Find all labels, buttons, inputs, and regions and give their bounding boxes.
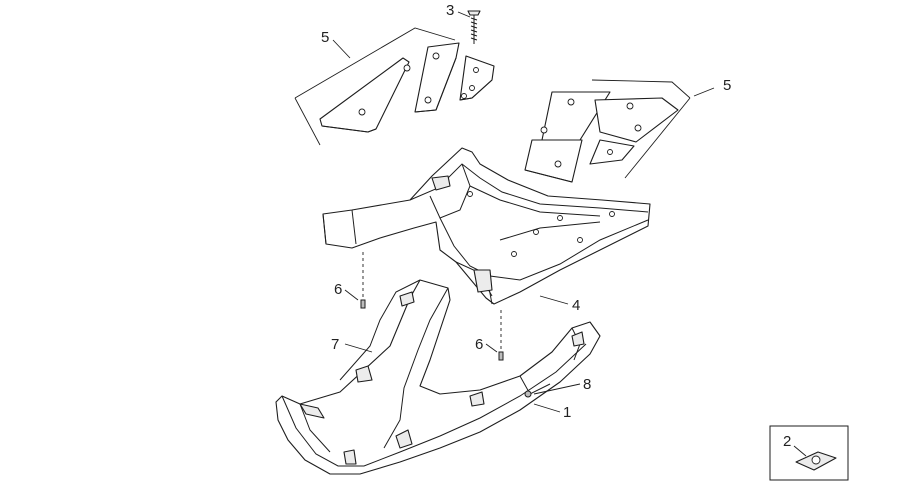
leader-part-5-right	[693, 87, 715, 97]
screw-part-3	[467, 10, 481, 44]
leader-part-3	[457, 11, 471, 18]
callout-part-3: 3	[446, 2, 454, 19]
fixing-pin-right	[498, 310, 504, 361]
lower-fairing-part-1	[275, 279, 601, 475]
leader-part-4	[539, 295, 569, 305]
footrest-frame-part-4	[322, 147, 651, 305]
leader-part-5-left	[332, 39, 351, 59]
leader-part-6-left	[344, 289, 359, 301]
leader-part-8	[533, 383, 581, 395]
callout-part-4: 4	[572, 297, 580, 314]
callout-part-5-right: 5	[723, 77, 731, 94]
callout-part-5-left: 5	[321, 29, 329, 46]
leader-part-6-right	[485, 343, 498, 353]
callout-part-2: 2	[783, 433, 791, 450]
callout-part-8: 8	[583, 376, 591, 393]
callout-part-6-left: 6	[334, 281, 342, 298]
footboard-mat-left	[294, 27, 495, 146]
footboard-mat-right	[524, 79, 691, 183]
fixing-pin-left	[360, 252, 366, 309]
callout-part-6-right: 6	[475, 336, 483, 353]
leader-part-1	[533, 403, 561, 413]
callout-part-1: 1	[563, 404, 571, 421]
leader-part-7	[344, 343, 373, 353]
inset-box-part-2: 2	[769, 425, 849, 481]
callout-part-7: 7	[331, 336, 339, 353]
